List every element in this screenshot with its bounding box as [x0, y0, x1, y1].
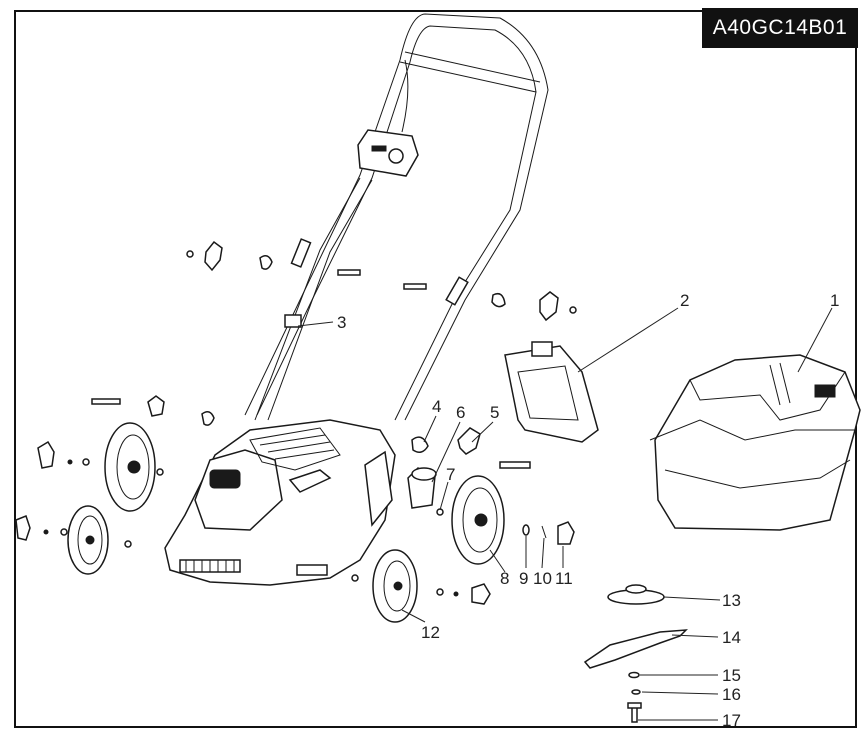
wheels [15, 422, 505, 623]
callout-15: 15 [722, 666, 741, 685]
model-code-label: A40GC14B01 [702, 8, 858, 48]
callout-7: 7 [446, 465, 455, 484]
part-14 [583, 629, 688, 669]
callout-17: 17 [722, 711, 741, 730]
callout-11: 11 [555, 569, 573, 588]
callout-16: 16 [722, 685, 741, 704]
rear-flap [504, 341, 599, 443]
diagram-frame [14, 10, 857, 728]
part-5 [457, 427, 481, 455]
handle-assembly [244, 13, 549, 421]
grass-box [649, 354, 861, 531]
handle-fasteners [91, 240, 577, 426]
callout-labels: 1 2 3 4 6 5 7 8 9 10 11 12 13 14 15 16 1… [337, 291, 839, 730]
callout-12: 12 [421, 623, 440, 642]
part-16 [631, 689, 641, 695]
callout-10: 10 [533, 569, 552, 588]
part-9 [522, 524, 530, 536]
callout-6: 6 [456, 403, 465, 422]
callout-5: 5 [490, 403, 499, 422]
callout-1: 1 [830, 291, 839, 310]
part-11 [557, 521, 575, 545]
callout-8: 8 [500, 569, 509, 588]
callout-13: 13 [722, 591, 741, 610]
blade-parts [583, 584, 688, 723]
part-10 [541, 525, 547, 539]
callout-9: 9 [519, 569, 528, 588]
callout-4: 4 [432, 397, 441, 416]
mower-deck [164, 419, 396, 586]
callout-3: 3 [337, 313, 346, 332]
callout-14: 14 [722, 628, 741, 647]
leader-lines [297, 307, 833, 721]
part-15 [628, 671, 640, 679]
callout-2: 2 [680, 291, 689, 310]
